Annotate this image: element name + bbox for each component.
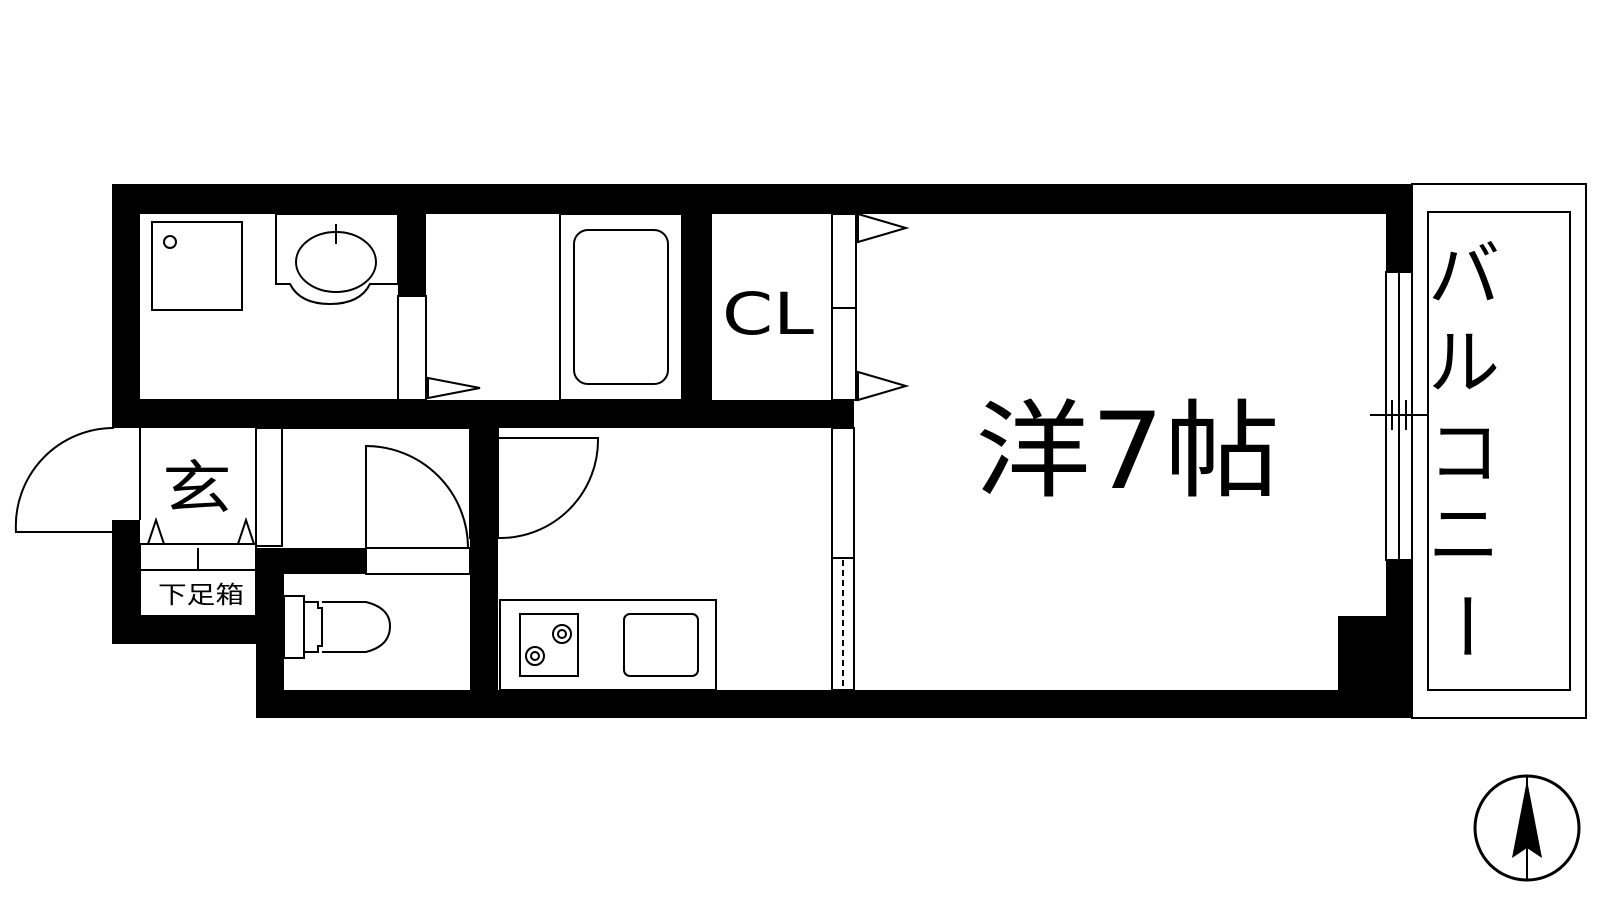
door-swings — [14, 426, 600, 549]
bathtub-icon — [559, 213, 683, 401]
balcony-label: バ ル コ ニ ー — [1423, 233, 1507, 662]
balcony-char: バ — [1428, 233, 1500, 317]
two-burner-stove-icon — [519, 613, 579, 677]
entrance-door-swing — [14, 426, 115, 533]
entrance-label: 玄 — [162, 454, 232, 522]
shoe-box-label: 下足箱 — [158, 581, 244, 609]
toilet-door-swing — [365, 444, 470, 549]
partition-lines — [139, 183, 1587, 719]
balcony-char: ル — [1428, 321, 1500, 405]
western-room-label: 洋7帖 — [975, 390, 1280, 513]
balcony-char: コ — [1428, 411, 1500, 495]
balcony-char: ー — [1423, 590, 1507, 662]
walls — [112, 184, 1412, 718]
washing-machine-pan-icon — [151, 221, 243, 311]
balcony-char: ニ — [1428, 493, 1500, 577]
kitchen-sink-icon — [623, 613, 699, 677]
door-arrows — [146, 212, 910, 545]
north-arrow-icon — [1473, 774, 1581, 882]
kitchen-counter — [499, 599, 717, 691]
washbasin-icon — [275, 213, 399, 306]
toilet-icon — [283, 595, 392, 659]
kitchen-door-swing — [497, 437, 600, 540]
closet-label: CL — [722, 280, 814, 348]
